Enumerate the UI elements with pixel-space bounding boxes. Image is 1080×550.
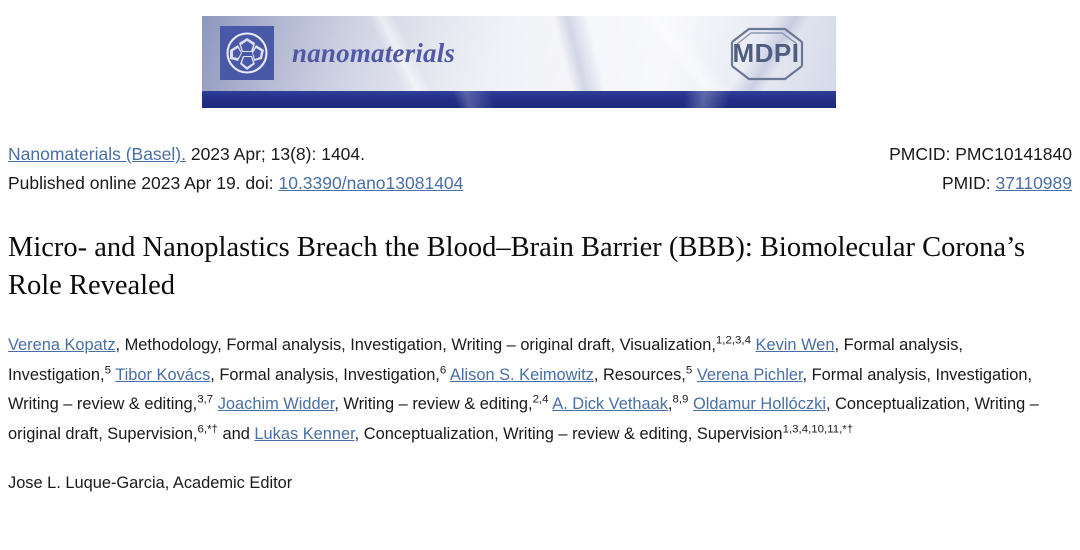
citation-journal-line: Nanomaterials (Basel). 2023 Apr; 13(8): …: [8, 140, 365, 169]
author-affiliation-superscript: 6: [439, 364, 447, 377]
pmcid-label: PMCID: PMC10141840: [889, 144, 1072, 164]
author-name[interactable]: Verena Kopatz: [8, 336, 116, 354]
banner-bottom-bar: [202, 91, 836, 108]
author-roles: , Writing – review & editing,: [334, 395, 533, 413]
pmid-line: PMID: 37110989: [942, 169, 1072, 198]
pmid-label: PMID:: [941, 173, 996, 193]
fullerene-icon: [220, 26, 274, 80]
citation-row-doi: Published online 2023 Apr 19. doi: 10.33…: [8, 169, 1072, 198]
citation-row-journal: Nanomaterials (Basel). 2023 Apr; 13(8): …: [8, 140, 1072, 169]
academic-editor: Jose L. Luque-Garcia, Academic Editor: [8, 474, 293, 492]
journal-banner: nanomaterials MDPI: [202, 16, 836, 108]
author-conjunction: and: [217, 424, 250, 443]
author-roles: , Formal analysis, Investigation,: [210, 365, 440, 384]
author-name[interactable]: A. Dick Vethaak: [552, 395, 668, 413]
author-roles: , Methodology, Formal analysis, Investig…: [115, 336, 716, 354]
published-online-prefix: Published online 2023 Apr 19. doi:: [8, 173, 279, 193]
author-name[interactable]: Joachim Widder: [217, 395, 335, 413]
author-affiliation-superscript: 5: [685, 364, 693, 377]
author-affiliation-superscript: 5: [104, 364, 111, 377]
author-list: Verena Kopatz, Methodology, Formal analy…: [8, 331, 1070, 449]
journal-banner-wrap: nanomaterials MDPI: [0, 0, 1080, 108]
citation-block: Nanomaterials (Basel). 2023 Apr; 13(8): …: [0, 140, 1080, 198]
author-name[interactable]: Kevin Wen: [755, 336, 835, 354]
journal-wordmark: nanomaterials: [292, 37, 456, 68]
author-name[interactable]: Verena Pichler: [696, 365, 803, 384]
mdpi-logo-text: MDPI: [733, 38, 800, 68]
author-affiliation-superscript: 6,*†: [197, 423, 218, 436]
author-name[interactable]: Alison S. Keimowitz: [449, 365, 594, 384]
pmid-link[interactable]: 37110989: [995, 173, 1072, 193]
author-affiliation-superscript: 1,2,3,4: [715, 334, 751, 347]
author-affiliation-superscript: 3,7: [197, 393, 214, 406]
author-affiliation-superscript: 2,4: [532, 393, 549, 406]
author-affiliation-superscript: 1,3,4,10,11,*†: [782, 423, 854, 436]
author-name[interactable]: Lukas Kenner: [254, 424, 355, 443]
author-roles: , Resources,: [593, 365, 686, 384]
author-roles: , Formal analysis, Investigation, Writin…: [8, 365, 1033, 414]
author-affiliation-superscript: 8,9: [672, 393, 689, 406]
published-online-line: Published online 2023 Apr 19. doi: 10.33…: [8, 169, 463, 198]
author-roles: ,: [667, 395, 673, 413]
author-roles: , Formal analysis, Investigation,: [8, 336, 963, 384]
author-roles: , Conceptualization, Writing – original …: [8, 395, 1039, 443]
author-name[interactable]: Tibor Kovács: [115, 365, 211, 384]
journal-link[interactable]: Nanomaterials (Basel).: [8, 144, 186, 164]
author-name[interactable]: Oldamur Hollóczki: [693, 395, 826, 413]
page-title: Micro- and Nanoplastics Breach the Blood…: [8, 232, 1026, 301]
author-roles: , Conceptualization, Writing – review & …: [354, 424, 783, 443]
mdpi-logo-icon: MDPI: [718, 25, 814, 83]
banner-content: nanomaterials MDPI: [202, 16, 836, 90]
doi-link[interactable]: 10.3390/nano13081404: [278, 173, 464, 193]
citation-issue: 2023 Apr; 13(8): 1404.: [185, 144, 366, 164]
